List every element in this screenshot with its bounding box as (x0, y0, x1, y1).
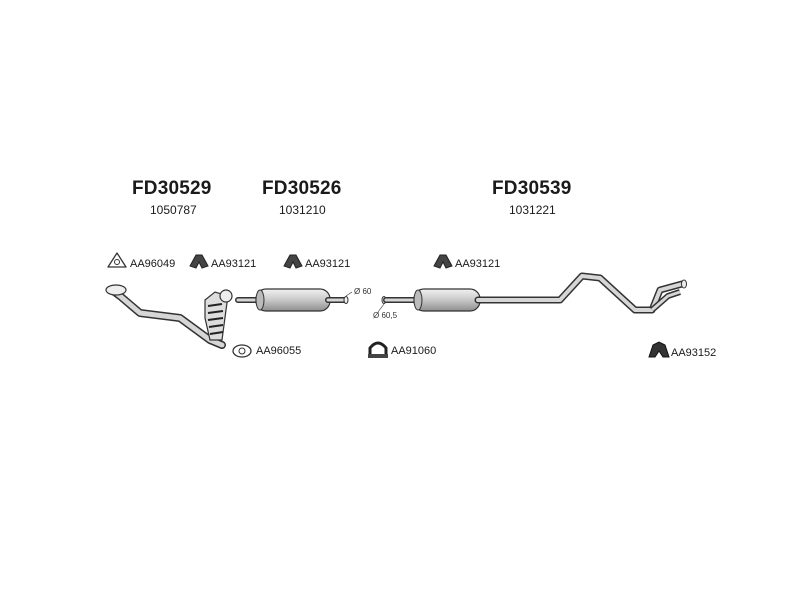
hanger-label: AA93121 (455, 258, 501, 270)
middle-silencer (235, 288, 349, 312)
front-pipe (105, 284, 233, 349)
section-number: 1050787 (150, 203, 197, 217)
dimension-leader (345, 291, 353, 297)
dimension-label: Ø 60 (354, 287, 372, 296)
clamp-label: AA91060 (391, 345, 437, 357)
clamp-icon (368, 341, 388, 358)
flange-gasket-label: AA96055 (256, 345, 302, 357)
hanger-icon (433, 254, 453, 269)
flex-flange-icon (219, 289, 233, 303)
dimension-leader (377, 303, 385, 313)
section-number: 1031221 (509, 203, 556, 217)
section-code: FD30539 (492, 178, 572, 199)
gasket-label: AA96049 (130, 258, 176, 270)
hanger-icon (283, 254, 303, 269)
section-code: FD30529 (132, 178, 212, 199)
section-code: FD30526 (262, 178, 342, 199)
hanger-label: AA93121 (211, 258, 257, 270)
rear-hanger-icon (648, 341, 670, 358)
flange-gasket-icon (232, 344, 252, 358)
gasket-icon (107, 252, 127, 268)
rear-silencer (381, 272, 687, 314)
rear-hanger-label: AA93152 (671, 347, 717, 359)
front-pipe-flange-icon (105, 284, 127, 296)
hanger-icon (189, 254, 209, 269)
dimension-label: Ø 60,5 (373, 311, 398, 320)
tailpipe-end-icon (681, 279, 687, 289)
section-number: 1031210 (279, 203, 326, 217)
hanger-label: AA93121 (305, 258, 351, 270)
